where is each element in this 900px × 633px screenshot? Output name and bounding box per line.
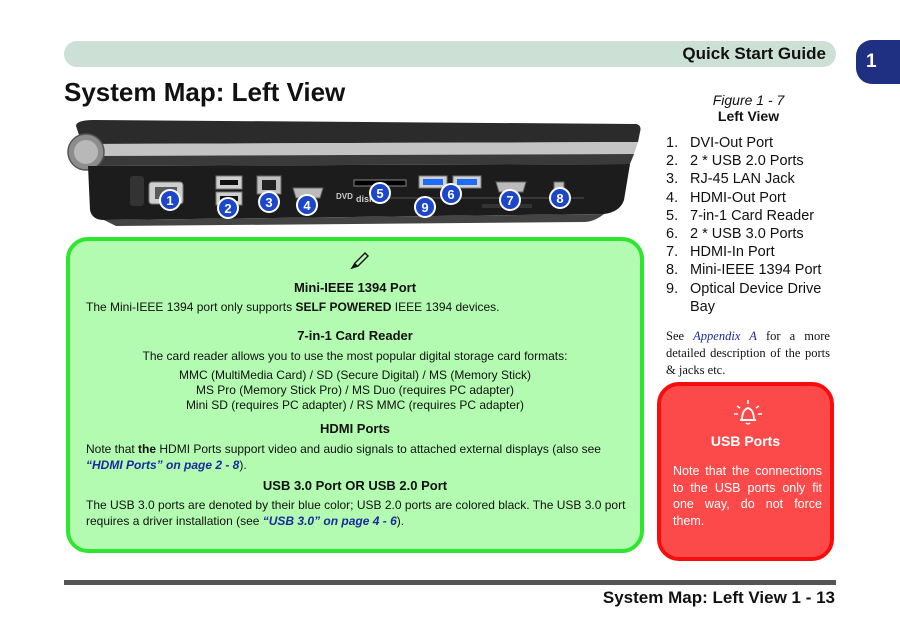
pencil-icon	[350, 252, 369, 270]
note-box: Mini-IEEE 1394 Port The Mini-IEEE 1394 p…	[66, 237, 644, 553]
page-title: System Map: Left View	[64, 77, 346, 107]
callout-8: 8	[549, 187, 571, 209]
dvd-label: DVD	[336, 192, 353, 201]
laptop-left-view-image: DVD disk 1 2 3 4 5 6 7 8 9	[67, 120, 641, 226]
callout-5: 5	[369, 182, 391, 204]
card-format-line-1: MMC (MultiMedia Card) / SD (Secure Digit…	[178, 368, 532, 382]
callout-7: 7	[499, 189, 521, 211]
mini-ieee-heading: Mini-IEEE 1394 Port	[293, 280, 417, 295]
mini-ieee-text: The Mini-IEEE 1394 port only supports SE…	[86, 300, 500, 314]
list-item: 1.DVI-Out Port	[666, 135, 773, 151]
hdmi-ports-link[interactable]: “HDMI Ports” on page 2 - 8	[86, 457, 240, 472]
header-bar	[64, 41, 836, 67]
warning-text: Note that the connections to the USB por…	[673, 464, 822, 528]
list-item: 2.2 * USB 2.0 Ports	[666, 153, 804, 170]
svg-text:7: 7	[506, 193, 513, 208]
callout-9: 9	[414, 196, 436, 218]
svg-text:9: 9	[421, 200, 428, 215]
card-format-line-3: Mini SD (requires PC adapter) / RS MMC (…	[185, 398, 525, 412]
hdmi-text: Note that the HDMI Ports support video a…	[86, 442, 601, 472]
card-reader-heading: 7-in-1 Card Reader	[297, 328, 413, 343]
svg-text:8: 8	[556, 191, 563, 206]
callout-4: 4	[296, 194, 318, 216]
figure-name: Left View	[717, 108, 780, 124]
svg-text:1: 1	[166, 193, 173, 208]
hdmi-heading: HDMI Ports	[319, 421, 391, 436]
list-item: 5.7-in-1 Card Reader	[666, 207, 815, 224]
appendix-link[interactable]: Appendix A	[693, 329, 757, 343]
list-item: 9.Optical Device Drive Bay	[666, 280, 822, 315]
card-format-line-2: MS Pro (Memory Stick Pro) / MS Duo (requ…	[195, 383, 515, 397]
chapter-tab: 1	[856, 40, 900, 84]
warning-box: USB Ports Note that the connections to t…	[657, 382, 834, 561]
port-list: 1.DVI-Out Port 2.2 * USB 2.0 Ports 3.RJ-…	[666, 134, 841, 316]
figure-caption: Figure 1 - 7 Left View	[666, 92, 831, 124]
callout-6: 6	[440, 183, 462, 205]
callout-3: 3	[258, 191, 280, 213]
disk-label: disk	[356, 194, 375, 204]
usb-3-link[interactable]: “USB 3.0” on page 4 - 6	[262, 513, 397, 528]
see-appendix-note: See Appendix A for a more detailed descr…	[666, 329, 830, 377]
alarm-bell-icon	[734, 400, 762, 425]
svg-text:3: 3	[265, 195, 272, 210]
svg-text:6: 6	[447, 187, 454, 202]
usb-heading: USB 3.0 Port OR USB 2.0 Port	[262, 478, 448, 493]
svg-text:5: 5	[376, 186, 383, 201]
svg-text:2: 2	[224, 201, 231, 216]
svg-text:4: 4	[303, 198, 311, 213]
warning-title: USB Ports	[710, 433, 781, 449]
header-title: Quick Start Guide	[682, 44, 826, 63]
footer-rule	[64, 580, 836, 585]
list-item: 8.Mini-IEEE 1394 Port	[666, 262, 822, 279]
list-item: 7.HDMI-In Port	[666, 244, 775, 261]
footer-text: System Map: Left View 1 - 13	[602, 588, 835, 607]
usb-text: The USB 3.0 ports are denoted by their b…	[86, 498, 626, 528]
callout-1: 1	[159, 189, 181, 211]
card-reader-text: The card reader allows you to use the mo…	[142, 349, 568, 363]
list-item: 4.HDMI-Out Port	[666, 189, 786, 206]
figure-number: Figure 1 - 7	[712, 92, 785, 108]
list-item: 3.RJ-45 LAN Jack	[666, 171, 795, 188]
callout-2: 2	[217, 197, 239, 219]
list-item: 6.2 * USB 3.0 Ports	[666, 226, 804, 243]
